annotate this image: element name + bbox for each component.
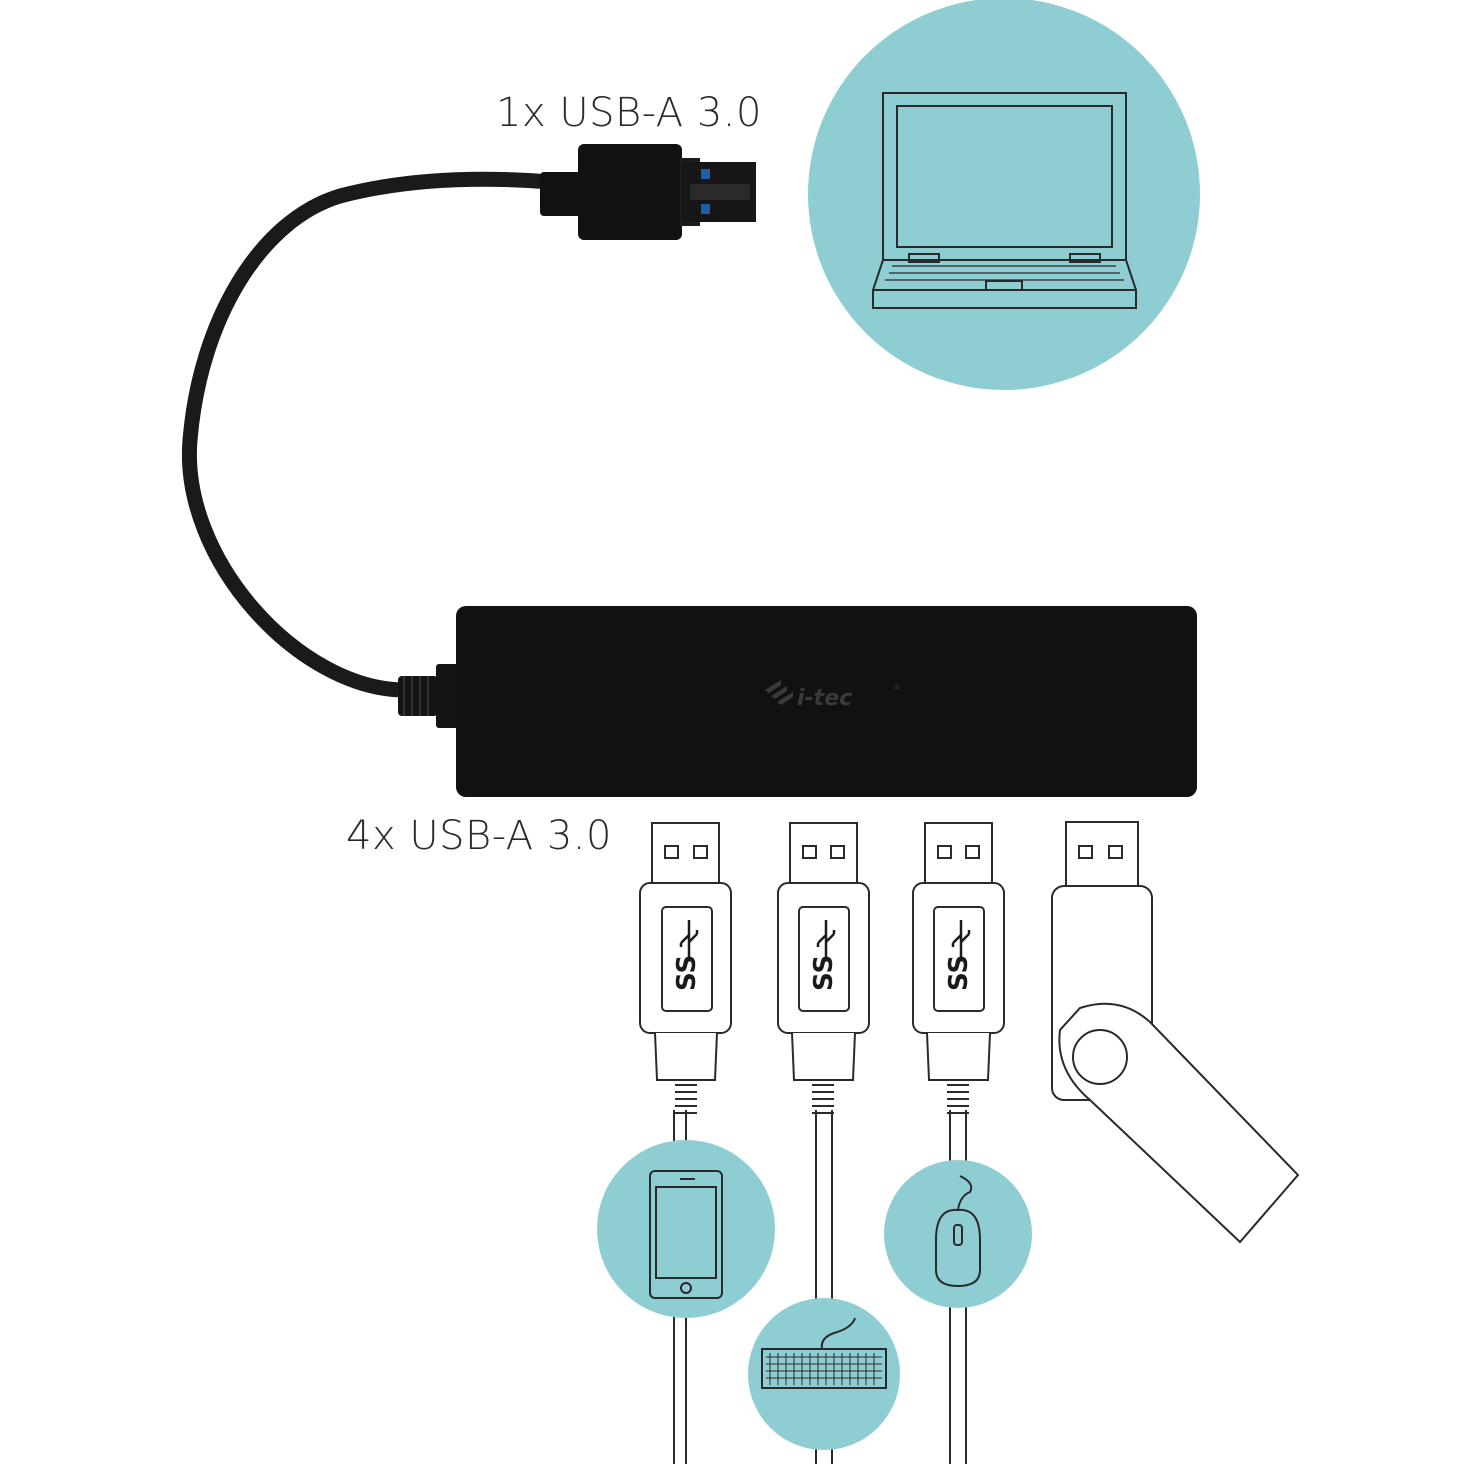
i-tec-logo [765,680,793,705]
strain-relief [398,664,458,728]
usb-connector-3 [912,822,1005,1464]
brand-text: i-tec [797,686,852,711]
hub-body [456,606,1197,797]
usb-connector-2 [777,822,870,1464]
ss-badge-2: SS [809,955,839,991]
ss-badge-3: SS [944,955,974,991]
smartphone-icon [597,1140,775,1318]
hub-cable [181,171,558,698]
keyboard-icon [748,1298,900,1450]
host-connector-label: 1x USB-A 3.0 [496,90,762,136]
trademark-symbol: ® [893,683,901,692]
ss-badge-1: SS [672,955,702,991]
usb-trident-icon [679,920,971,960]
laptop-icon [808,0,1200,390]
usb-connector-1 [639,822,732,1464]
mouse-icon [884,1160,1032,1308]
usb-flash-drive-icon [1051,821,1300,1244]
host-usb-plug [540,144,756,240]
device-ports-label: 4x USB-A 3.0 [346,813,612,859]
